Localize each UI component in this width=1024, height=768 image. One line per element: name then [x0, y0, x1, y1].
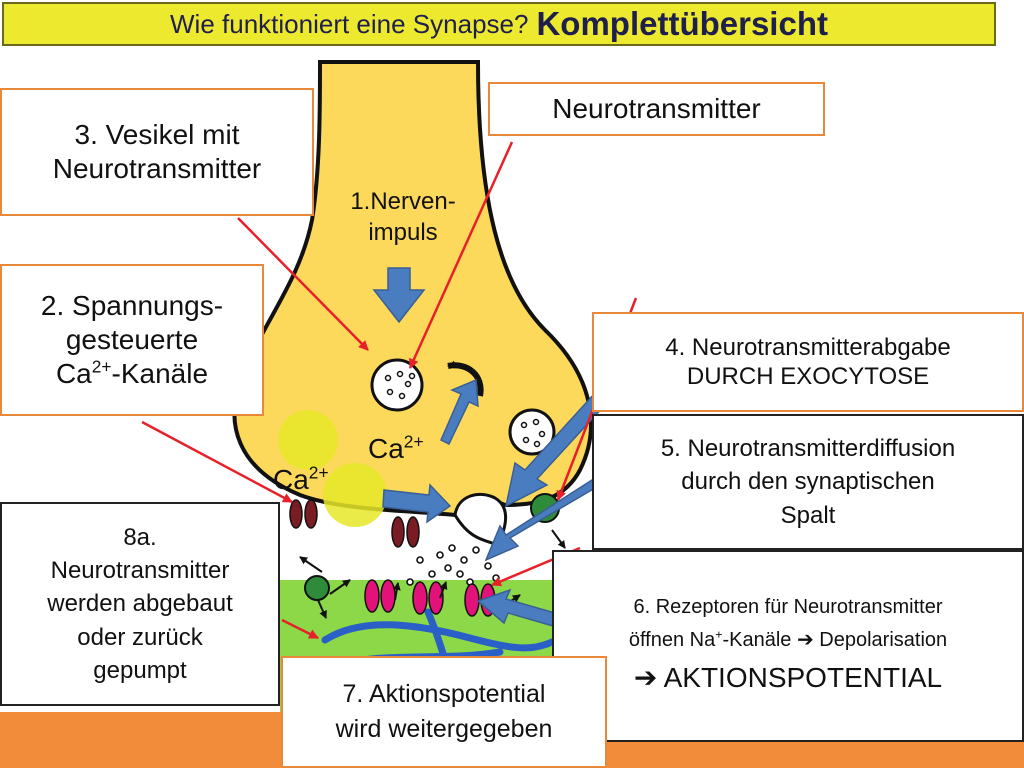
- exocytosis-vesicle: [453, 492, 507, 547]
- calcium-to-vesicle-arrow: [382, 483, 452, 524]
- presynaptic-terminal: [232, 60, 593, 518]
- receptor: [412, 581, 444, 615]
- label-calcium-ion: Ca2+: [368, 431, 424, 464]
- label-neurotransmitter: Neurotransmitter: [488, 82, 825, 136]
- vesicle: [508, 408, 556, 456]
- receptor: [364, 579, 396, 613]
- label-receptors: 6. Rezeptoren für Neurotransmitter öffne…: [552, 550, 1024, 742]
- label-diffusion: 5. Neurotransmitterdiffusion durch den s…: [592, 414, 1024, 550]
- calcium-influx-arrow: [440, 378, 479, 446]
- vesicle: [370, 358, 424, 412]
- label-exocytosis: 4. Neurotransmitterabgabe DURCH EXOCYTOS…: [592, 312, 1024, 412]
- reuptake-transporter: [304, 575, 330, 601]
- calcium-glow: [323, 463, 387, 527]
- calcium-channel: [391, 516, 420, 548]
- slide-title: Wie funktioniert eine Synapse? Komplettü…: [2, 2, 996, 46]
- nerve-impulse-arrow: [372, 267, 426, 324]
- label-vesicle: 3. Vesikel mit Neurotransmitter: [0, 88, 314, 216]
- title-main: Wie funktioniert eine Synapse?: [170, 8, 529, 39]
- label-action-potential: 7. Aktionspotential wird weitergegeben: [281, 656, 607, 768]
- label-degradation: 8a. Neurotransmitter werden abgebaut ode…: [0, 502, 280, 706]
- vesicle-recycling-arrow: [447, 360, 484, 397]
- diffusion-arrows: [299, 529, 566, 619]
- label-nerve-impulse: 1.Nerven- impuls: [350, 188, 456, 247]
- title-emphasis: Komplettübersicht: [536, 5, 828, 42]
- calcium-glow: [278, 410, 338, 470]
- calcium-channel: [289, 499, 318, 529]
- label-calcium-ion: Ca2+: [273, 462, 329, 495]
- label-calcium-channels: 2. Spannungs- gesteuerte Ca2+-Kanäle: [0, 264, 264, 416]
- neurotransmitter-molecules: [406, 544, 500, 586]
